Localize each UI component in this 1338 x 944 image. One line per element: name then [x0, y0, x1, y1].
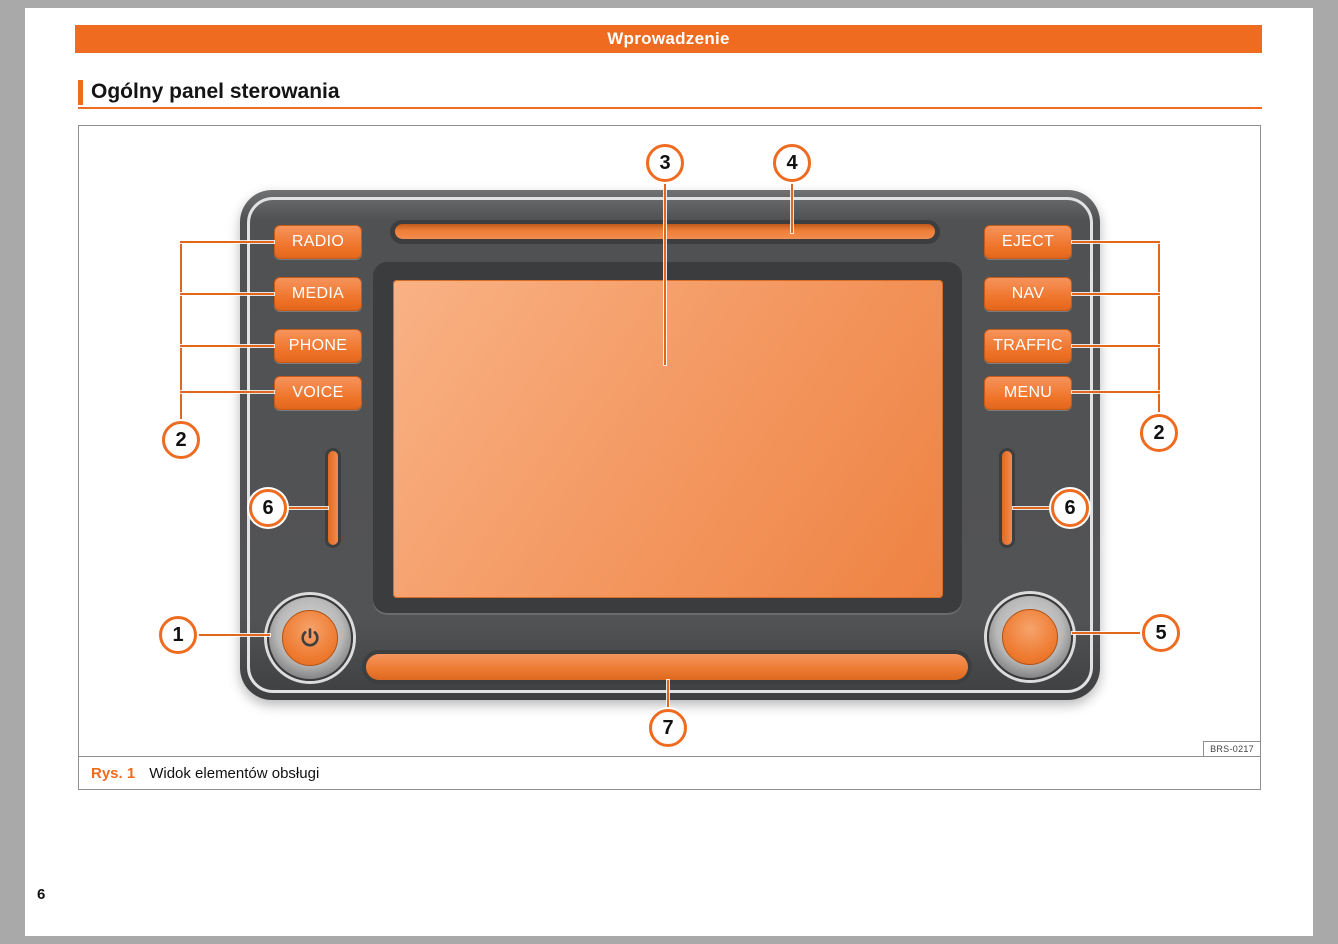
callout-4-cd-slot: 4	[773, 144, 811, 182]
callout-1-power-knob: 1	[159, 616, 197, 654]
section-rule	[78, 107, 1262, 109]
figure-caption-label: Rys. 1	[91, 764, 136, 782]
leader-line-phone	[180, 345, 274, 347]
callout-6-left-slot: 6	[249, 489, 287, 527]
control-knob	[987, 594, 1073, 680]
control-knob-center	[1002, 609, 1058, 665]
leader-line-cd-slot	[791, 163, 793, 233]
leader-line-traffic	[1072, 345, 1160, 347]
leader-line-screen	[664, 163, 666, 365]
callout-7-bottom-strip: 7	[649, 709, 687, 747]
figure-frame: RADIO MEDIA PHONE VOICE EJECT NAV TRAFFI…	[78, 125, 1261, 790]
right-side-slot	[999, 448, 1015, 548]
leader-line-menu	[1072, 391, 1160, 393]
header-title: Wprowadzenie	[607, 29, 730, 48]
leader-line-right-slot	[1013, 507, 1070, 509]
device-button-voice: VOICE	[274, 376, 362, 410]
callout-3-screen: 3	[646, 144, 684, 182]
leader-bracket-left	[180, 241, 182, 424]
section-title: Ogólny panel sterowania	[91, 80, 340, 103]
figure-caption: Rys. 1 Widok elementów obsługi	[79, 756, 1260, 789]
leader-line-eject	[1072, 241, 1160, 243]
callout-2-left-buttons: 2	[162, 421, 200, 459]
bottom-strip-recess	[362, 650, 972, 684]
device-button-media: MEDIA	[274, 277, 362, 311]
figure-caption-text: Widok elementów obsługi	[149, 764, 320, 782]
manual-page: Wprowadzenie Ogólny panel sterowania RAD…	[25, 8, 1313, 936]
device-button-nav: NAV	[984, 277, 1072, 311]
power-knob-center	[282, 610, 338, 666]
device-button-traffic: TRAFFIC	[984, 329, 1072, 363]
callout-5-right-knob: 5	[1142, 614, 1180, 652]
leader-line-bottom-strip	[667, 680, 669, 728]
page-number: 6	[37, 886, 46, 903]
power-icon	[301, 628, 319, 647]
device-button-radio: RADIO	[274, 225, 362, 259]
leader-line-voice	[180, 391, 274, 393]
bottom-strip	[366, 654, 968, 680]
infotainment-device: RADIO MEDIA PHONE VOICE EJECT NAV TRAFFI…	[240, 190, 1100, 700]
device-button-eject: EJECT	[984, 225, 1072, 259]
image-code-label: BRS-0217	[1203, 741, 1260, 756]
callout-2-right-buttons: 2	[1140, 414, 1178, 452]
left-side-slot	[325, 448, 341, 548]
leader-line-left-slot	[268, 507, 328, 509]
leader-line-power-knob	[178, 634, 270, 636]
right-side-slot-bar	[1002, 451, 1012, 545]
power-knob	[267, 595, 353, 681]
leader-bracket-right	[1158, 241, 1160, 417]
leader-line-radio	[180, 241, 274, 243]
figure-drawing: RADIO MEDIA PHONE VOICE EJECT NAV TRAFFI…	[79, 126, 1260, 756]
display-screen	[393, 280, 943, 598]
leader-line-nav	[1072, 293, 1160, 295]
page-header-bar: Wprowadzenie	[75, 25, 1262, 53]
device-button-phone: PHONE	[274, 329, 362, 363]
screen-bezel	[373, 262, 962, 615]
left-side-slot-bar	[328, 451, 338, 545]
device-button-menu: MENU	[984, 376, 1072, 410]
leader-line-media	[180, 293, 274, 295]
callout-6-right-slot: 6	[1051, 489, 1089, 527]
leader-line-right-knob	[1072, 632, 1161, 634]
section-accent-bar	[78, 80, 83, 105]
